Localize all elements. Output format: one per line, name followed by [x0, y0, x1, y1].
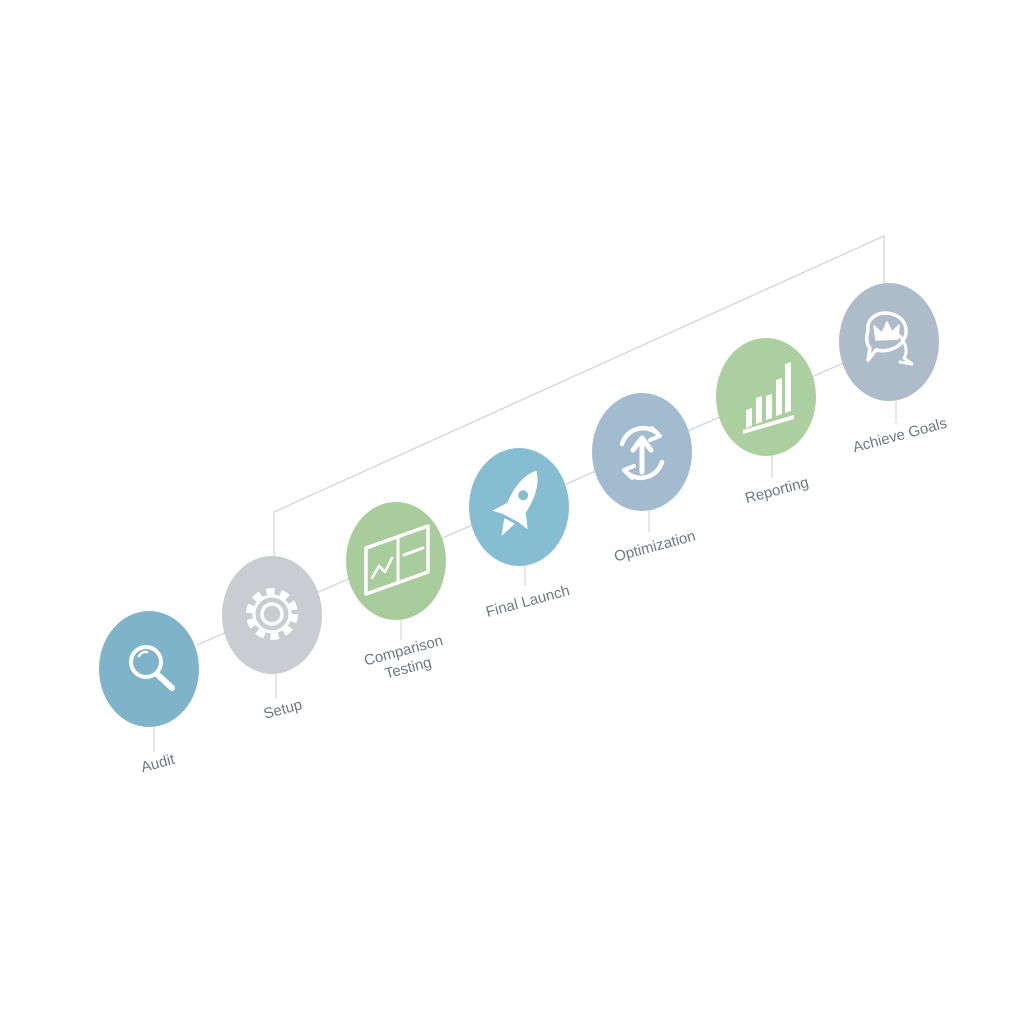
step-node-final-launch	[469, 448, 569, 566]
bar-chart-icon	[743, 362, 794, 434]
rocket-icon	[492, 470, 538, 536]
step-node-reporting	[716, 338, 816, 456]
comparison-chart-icon	[364, 524, 430, 596]
step-circle-achieve-goals	[839, 283, 939, 401]
step-node-audit	[99, 611, 199, 727]
step-node-setup	[222, 556, 322, 674]
step-node-optimization	[592, 393, 692, 511]
bracket-connector	[273, 234, 885, 560]
crown-speech-bubble-icon	[864, 311, 914, 366]
step-node-achieve-goals	[839, 283, 939, 401]
step-circle-audit	[99, 611, 199, 727]
magnifier-icon	[129, 645, 175, 691]
step-circle-comparison-testing	[346, 502, 446, 620]
refresh-arrows-icon	[619, 425, 665, 481]
step-circle-setup	[222, 556, 322, 674]
gear-icon	[246, 588, 298, 640]
step-node-comparison-testing	[346, 502, 446, 620]
